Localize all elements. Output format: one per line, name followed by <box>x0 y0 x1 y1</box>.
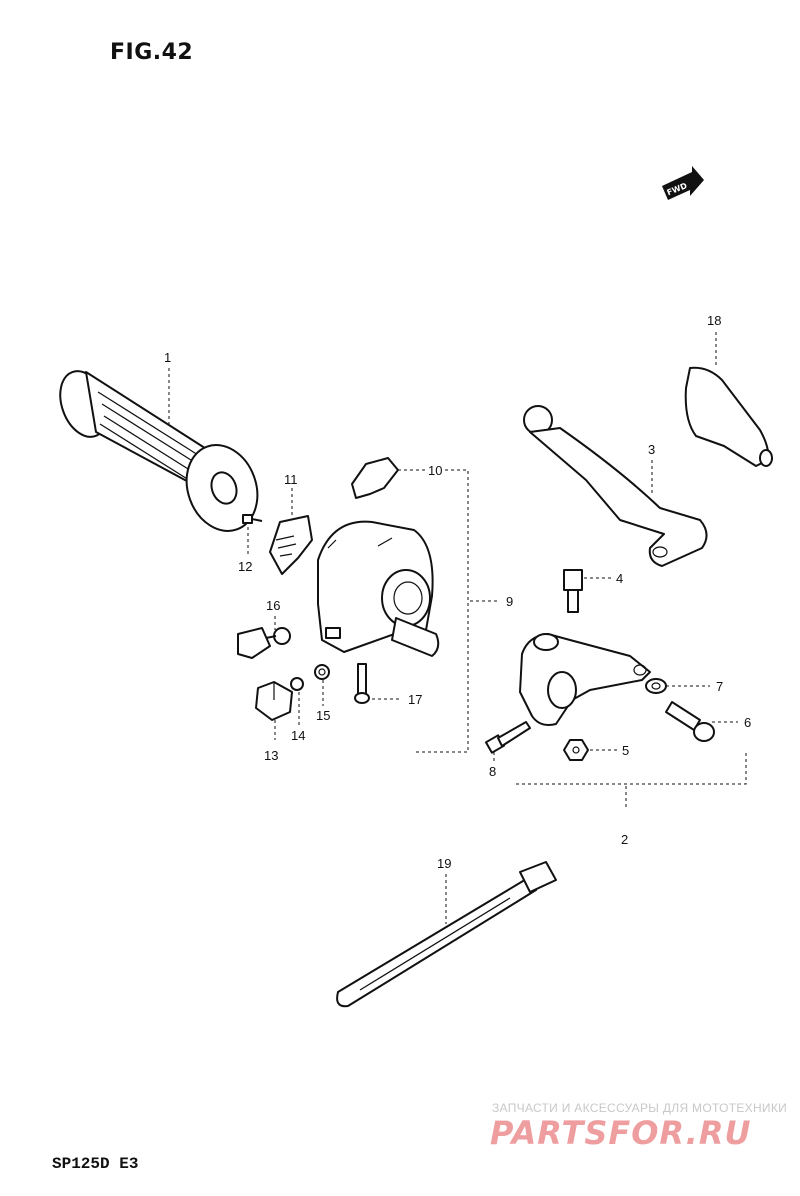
label-7: 7 <box>716 679 723 694</box>
screw-12 <box>242 514 263 524</box>
spring-14 <box>290 677 304 691</box>
watermark-logo: PARTSFOR.RU <box>490 1114 752 1152</box>
screw-15 <box>314 664 330 680</box>
screw-17 <box>354 663 370 704</box>
switch-button-10 <box>351 457 399 499</box>
label-13: 13 <box>264 748 278 763</box>
label-12: 12 <box>238 559 252 574</box>
figure-title: FIG.42 <box>110 40 194 65</box>
cable-tie-19 <box>336 861 557 1008</box>
handlebar-grip <box>59 370 259 532</box>
lever-3 <box>523 405 708 567</box>
bolt-8 <box>484 721 531 754</box>
label-8: 8 <box>489 764 496 779</box>
leader-lines <box>168 332 747 924</box>
switch-housing-9 <box>317 520 440 657</box>
label-14: 14 <box>291 728 305 743</box>
label-10: 10 <box>428 463 442 478</box>
label-11: 11 <box>284 472 298 487</box>
bolt-4 <box>563 569 583 613</box>
label-5: 5 <box>622 743 629 758</box>
label-6: 6 <box>744 715 751 730</box>
part-labels: 1 2 3 4 5 6 7 8 9 10 11 12 13 14 15 16 1… <box>164 313 751 871</box>
washer-7 <box>645 678 667 694</box>
nut-5 <box>563 739 589 761</box>
button-13 <box>255 681 293 721</box>
label-16: 16 <box>266 598 280 613</box>
label-3: 3 <box>648 442 655 457</box>
label-4: 4 <box>616 571 623 586</box>
switch-16 <box>237 627 291 659</box>
label-1: 1 <box>164 350 171 365</box>
pivot-bolt-6 <box>665 701 715 742</box>
lever-holder-2 <box>519 633 651 726</box>
label-17: 17 <box>408 692 422 707</box>
label-19: 19 <box>437 856 451 871</box>
label-2: 2 <box>621 832 628 847</box>
forward-arrow-icon: FWD <box>662 166 704 200</box>
watermark-tagline: ЗАПЧАСТИ И АКСЕССУАРЫ ДЛЯ МОТОТЕХНИКИ <box>492 1101 788 1115</box>
lever-cover-18 <box>684 366 773 467</box>
switch-knob-11 <box>269 515 313 575</box>
model-code: SP125D E3 <box>52 1155 139 1173</box>
label-18: 18 <box>707 313 721 328</box>
label-15: 15 <box>316 708 330 723</box>
label-9: 9 <box>506 594 513 609</box>
